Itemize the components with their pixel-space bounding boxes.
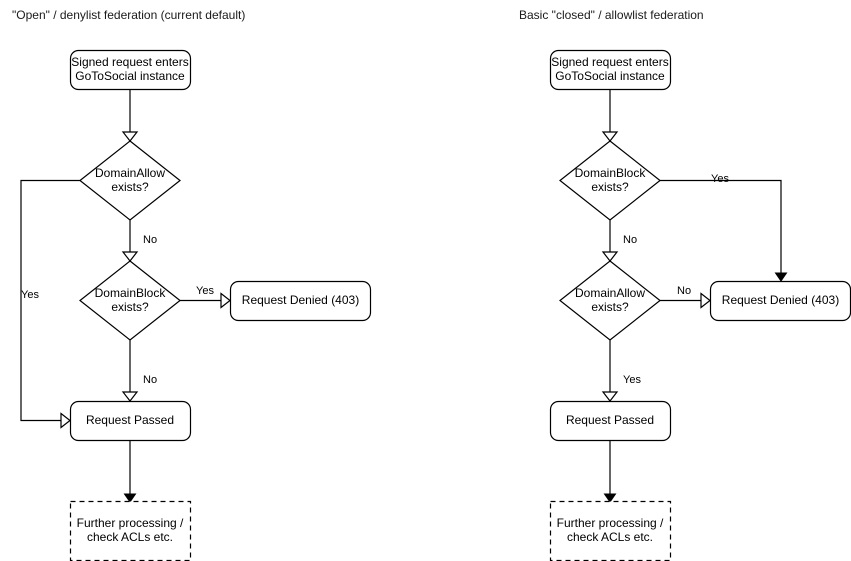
node-start-left-label-line2: GoToSocial instance xyxy=(75,69,185,83)
edge-domainblock-yes-right: Yes xyxy=(660,173,788,282)
node-further-processing-right-shape[interactable] xyxy=(549,500,672,561)
edge-label-domainblock-no-left: No xyxy=(143,374,157,386)
panel-title-open-denylist: "Open" / denylist federation (current de… xyxy=(12,8,245,22)
edge-domainblock-yes-left: Yes xyxy=(180,285,231,309)
node-decision-domainblock-left-label-line1: DomainBlock xyxy=(95,286,167,300)
node-request-passed-left-label: Request Passed xyxy=(86,413,174,427)
edge-domainallow-yes-right: Yes xyxy=(601,340,641,402)
node-start-left[interactable]: Signed request enters GoToSocial instanc… xyxy=(69,49,192,91)
node-request-passed-right-label: Request Passed xyxy=(566,413,654,427)
node-decision-domainallow-right-label-line2: exists? xyxy=(591,300,629,314)
node-decision-domainblock-right-label-line1: DomainBlock xyxy=(575,166,647,180)
node-request-passed-left[interactable]: Request Passed xyxy=(69,400,192,442)
panel-closed-allowlist: Basic "closed" / allowlist federation Si… xyxy=(519,8,851,561)
edge-label-domainallow-yes-left: Yes xyxy=(21,289,39,301)
edge-passed-to-further-left xyxy=(123,440,137,503)
node-decision-domainblock-left-label-line2: exists? xyxy=(111,300,149,314)
edge-domainallow-no-left: No xyxy=(121,220,157,262)
node-request-passed-right[interactable]: Request Passed xyxy=(549,400,672,442)
edge-domainallow-no-right: No xyxy=(660,285,711,309)
edge-domainblock-no-left: No xyxy=(121,340,157,402)
node-further-processing-left-label-line2: check ACLs etc. xyxy=(87,530,173,544)
node-decision-domainallow-right[interactable]: DomainAllow exists? xyxy=(559,260,661,341)
node-request-denied-left-shape[interactable] xyxy=(229,280,372,322)
node-decision-domainblock-left[interactable]: DomainBlock exists? xyxy=(79,260,181,341)
edge-label-domainblock-no-right: No xyxy=(623,234,637,246)
node-decision-domainallow-right-label-line1: DomainAllow xyxy=(575,286,645,300)
edge-label-domainblock-yes-left: Yes xyxy=(196,285,214,297)
node-decision-domainallow-left[interactable]: DomainAllow exists? xyxy=(79,140,181,221)
node-further-processing-left-label-line1: Further processing / xyxy=(77,516,184,530)
node-decision-domainallow-left-label-line1: DomainAllow xyxy=(95,166,165,180)
node-request-denied-left[interactable]: Request Denied (403) xyxy=(229,280,372,322)
node-further-processing-right[interactable]: Further processing / check ACLs etc. xyxy=(549,500,672,561)
node-start-right[interactable]: Signed request enters GoToSocial instanc… xyxy=(549,49,672,91)
node-decision-domainallow-left-label-line2: exists? xyxy=(111,180,149,194)
panel-open-denylist: "Open" / denylist federation (current de… xyxy=(12,8,372,561)
edge-domainblock-no-right: No xyxy=(601,220,637,262)
edge-label-domainallow-no-right: No xyxy=(677,285,691,297)
node-start-left-label-line1: Signed request enters xyxy=(71,55,188,69)
node-request-denied-right[interactable]: Request Denied (403) xyxy=(709,280,851,322)
edge-start-to-domainblock-right xyxy=(601,89,619,142)
edge-start-to-domainallow-left xyxy=(121,89,139,142)
node-start-right-label-line2: GoToSocial instance xyxy=(555,69,665,83)
node-decision-domainblock-right[interactable]: DomainBlock exists? xyxy=(559,140,661,221)
node-further-processing-right-label-line1: Further processing / xyxy=(557,516,664,530)
node-request-denied-right-label: Request Denied (403) xyxy=(722,293,839,307)
edge-label-domainallow-no-left: No xyxy=(143,234,157,246)
node-request-denied-left-label: Request Denied (403) xyxy=(242,293,359,307)
panel-title-closed-allowlist: Basic "closed" / allowlist federation xyxy=(519,8,704,22)
node-decision-domainblock-right-label-line2: exists? xyxy=(591,180,629,194)
edge-passed-to-further-right xyxy=(603,440,617,503)
node-further-processing-left[interactable]: Further processing / check ACLs etc. xyxy=(69,500,192,561)
node-further-processing-right-label-line2: check ACLs etc. xyxy=(567,530,653,544)
node-further-processing-left-shape[interactable] xyxy=(69,500,192,561)
edge-domainallow-yes-left: Yes xyxy=(20,179,80,429)
edge-label-domainallow-yes-right: Yes xyxy=(623,374,641,386)
edge-label-domainblock-yes-right: Yes xyxy=(711,173,729,185)
node-start-right-label-line1: Signed request enters xyxy=(551,55,668,69)
